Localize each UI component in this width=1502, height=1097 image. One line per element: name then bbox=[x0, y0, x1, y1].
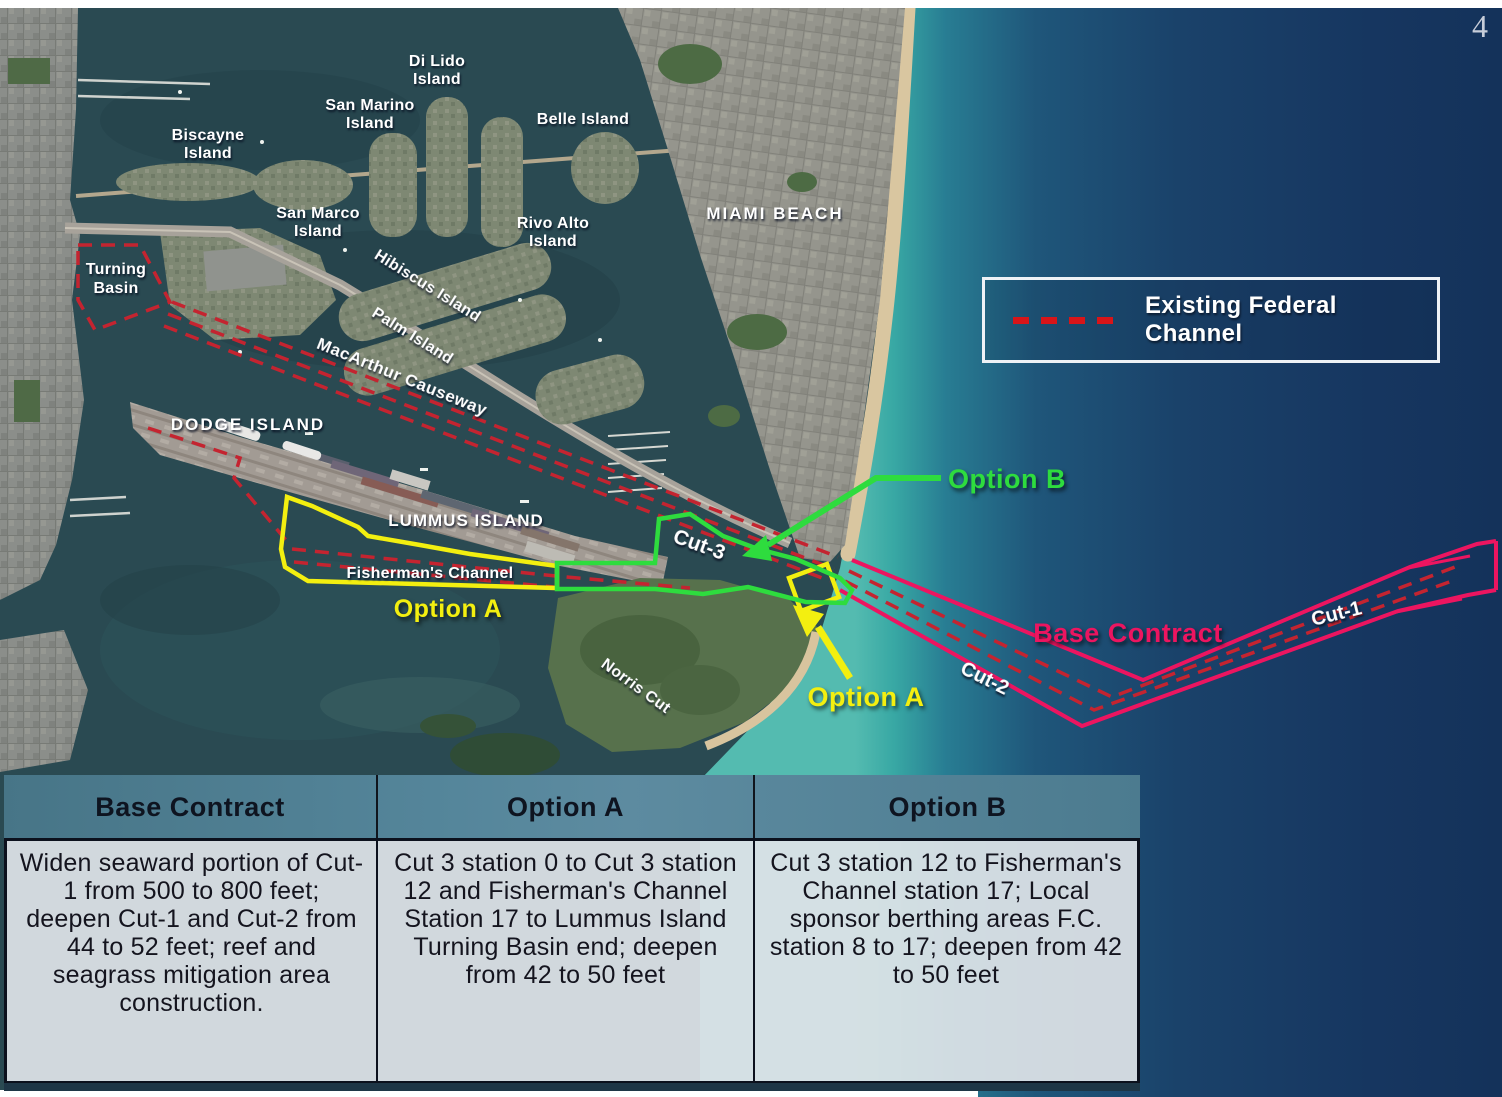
sand-bar bbox=[320, 677, 520, 733]
options-table-header: Base Contract Option A Option B bbox=[4, 775, 1140, 839]
beach-sand bbox=[840, 0, 916, 562]
option-a-arrow-shaft bbox=[815, 625, 853, 680]
downtown-piers bbox=[69, 78, 211, 518]
offshore-channel-dashes bbox=[848, 565, 1456, 699]
bay-shade bbox=[100, 70, 420, 170]
port-containers bbox=[215, 419, 580, 567]
header-base-contract: Base Contract bbox=[4, 775, 378, 839]
island-biscayne bbox=[116, 163, 260, 201]
label-di-lido-island: Island bbox=[413, 71, 461, 88]
base-contract-outline bbox=[839, 539, 1498, 729]
label-rivo-alto-island: Rivo Alto bbox=[517, 215, 589, 232]
option-b-arrow-head bbox=[742, 535, 772, 561]
island-rivo-alto bbox=[481, 117, 523, 247]
label-turning-basin: Basin bbox=[93, 280, 138, 297]
label-biscayne-island: Island bbox=[184, 145, 232, 162]
golf-course bbox=[658, 44, 722, 84]
fisher-island-beach bbox=[704, 631, 821, 751]
existing-channel-dash-swatch bbox=[1013, 316, 1123, 324]
island-di-lido bbox=[426, 97, 468, 237]
option-a-arrow-head bbox=[793, 605, 824, 637]
island-star bbox=[535, 354, 645, 425]
miami-beach-land bbox=[618, 8, 905, 562]
label-belle-island: Belle Island bbox=[537, 111, 630, 128]
beach-park bbox=[727, 314, 787, 350]
label-fishermans-channel: Fisherman's Channel bbox=[347, 565, 514, 582]
label-san-marino-island: San Marino bbox=[325, 97, 414, 114]
label-option-a-east: Option A bbox=[808, 682, 925, 712]
label-option-a-west: Option A bbox=[394, 595, 503, 623]
cell-option-a: Cut 3 station 0 to Cut 3 station 12 and … bbox=[378, 841, 755, 1081]
island-san-marino bbox=[369, 133, 417, 237]
label-rivo-alto-island: Island bbox=[529, 233, 577, 250]
brickell-land bbox=[0, 630, 88, 772]
option-b-outline bbox=[554, 475, 941, 606]
island-palm bbox=[343, 294, 567, 396]
label-biscayne-island: Biscayne bbox=[172, 127, 245, 144]
label-san-marco-island: Island bbox=[294, 223, 342, 240]
turning-basin-outline bbox=[76, 243, 173, 333]
label-turning-basin: Turning bbox=[86, 261, 146, 278]
dodge-west-tip-dashes bbox=[147, 426, 292, 547]
fisher-island-golf bbox=[660, 665, 740, 715]
label-miami-beach: MIAMI BEACH bbox=[706, 204, 843, 223]
label-di-lido-island: Di Lido bbox=[409, 53, 465, 70]
bay-shade bbox=[100, 565, 280, 635]
label-lummus-island: LUMMUS ISLAND bbox=[388, 511, 544, 530]
label-san-marco-island: San Marco bbox=[276, 205, 360, 222]
option-b-arrow-shaft bbox=[766, 475, 941, 548]
label-san-marino-island: Island bbox=[346, 115, 394, 132]
label-base-contract: Base Contract bbox=[1033, 618, 1223, 648]
bayfront-park bbox=[8, 58, 50, 84]
beach-park bbox=[787, 172, 817, 192]
downtown-miami-land bbox=[0, 8, 84, 600]
header-option-b: Option B bbox=[888, 791, 1007, 822]
downtown-park bbox=[14, 380, 40, 422]
island-san-marco bbox=[253, 160, 353, 210]
legend-label: Existing Federal Channel bbox=[1145, 292, 1337, 347]
header-option-a: Option A bbox=[378, 775, 755, 839]
legend-box: Existing Federal Channel bbox=[982, 277, 1440, 363]
existing-federal-channel-lines bbox=[76, 243, 1456, 712]
island-hibiscus bbox=[338, 242, 552, 342]
cell-option-b: Cut 3 station 12 to Fisherman's Channel … bbox=[769, 849, 1123, 989]
label-dodge-island: DODGE ISLAND bbox=[171, 415, 325, 434]
page-number: 4 bbox=[1472, 8, 1488, 44]
label-option-b: Option B bbox=[948, 464, 1066, 494]
table-under-bar bbox=[4, 1083, 1140, 1091]
mangrove-island bbox=[450, 733, 560, 777]
watson-island-pad bbox=[203, 244, 287, 292]
top-margin bbox=[0, 0, 1502, 8]
cell-base-contract: Widen seaward portion of Cut-1 from 500 … bbox=[7, 841, 378, 1081]
options-table-body: Widen seaward portion of Cut-1 from 500 … bbox=[4, 838, 1140, 1084]
bottom-margin bbox=[0, 1090, 978, 1097]
mangrove-island bbox=[420, 714, 476, 738]
fisher-island-golf bbox=[580, 615, 700, 685]
beach-park bbox=[708, 405, 740, 427]
island-belle bbox=[571, 132, 639, 204]
